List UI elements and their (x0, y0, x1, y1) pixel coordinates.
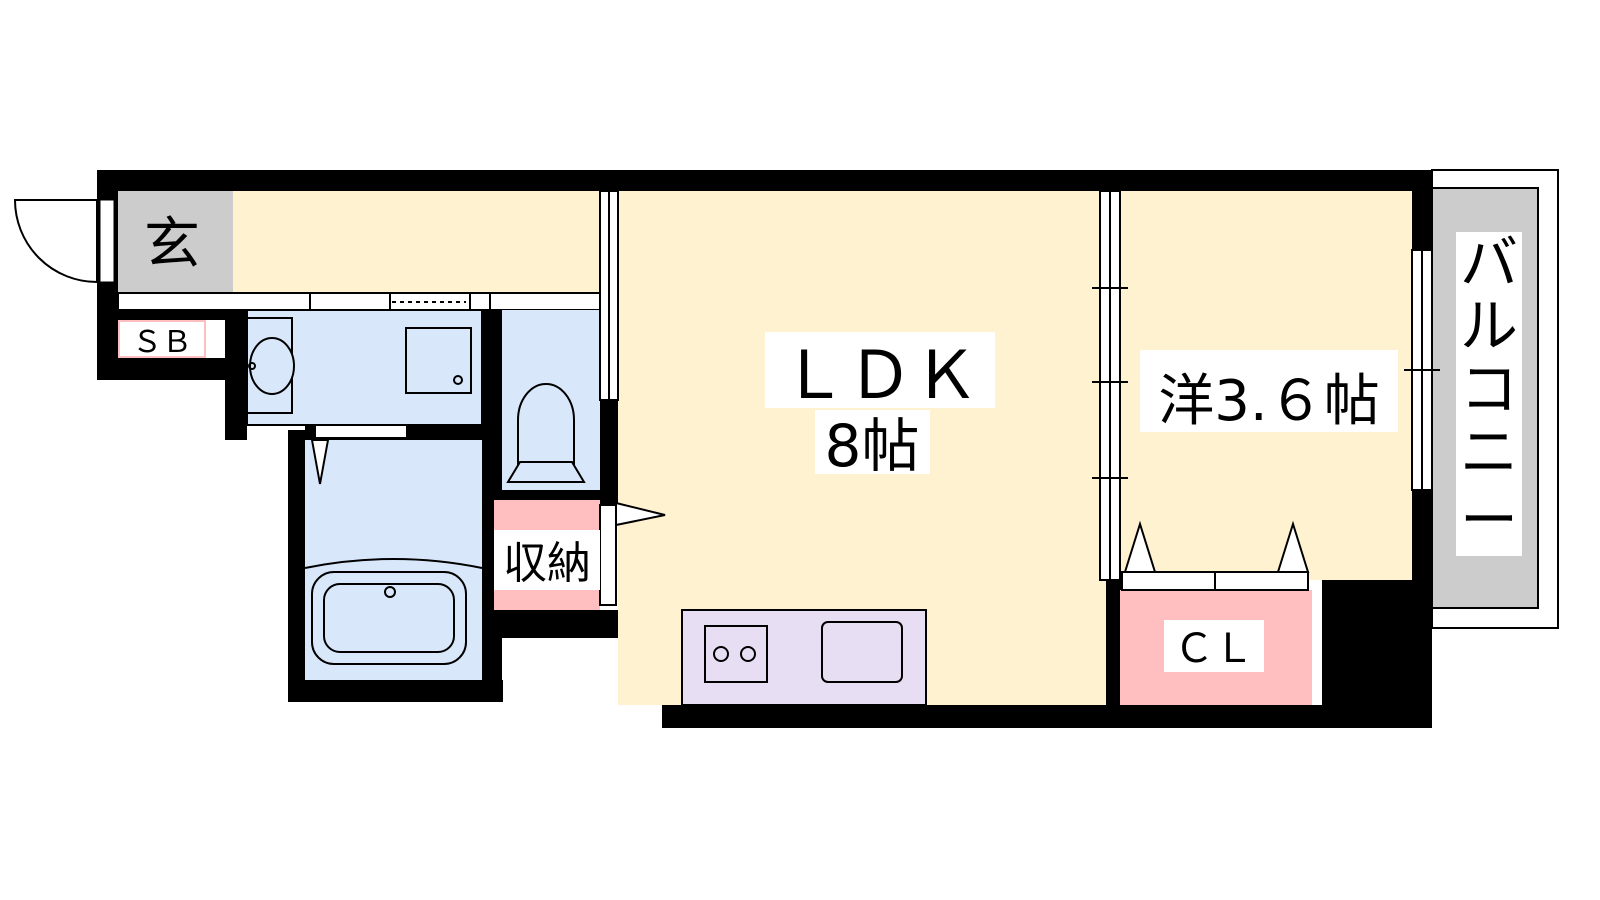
ldk-size-label: 8帖 (825, 412, 920, 480)
balcony-label-char-3: コ (1460, 355, 1518, 423)
hallway-floor (233, 191, 608, 295)
western-room-label: 洋3.６帖 (1158, 369, 1379, 434)
storage-label: 収納 (503, 538, 591, 589)
entrance-label: 玄 (144, 212, 200, 277)
stove (704, 625, 768, 683)
entrance-door-swing (13, 199, 98, 284)
balcony-label-char-4: ニ (1460, 418, 1518, 486)
ldk-label: ＬＤＫ (781, 337, 979, 414)
shoe-box-label: ＳＢ (132, 325, 192, 360)
balcony-label-char-1: バ (1460, 229, 1518, 297)
balcony-label-char-2: ル (1460, 292, 1518, 360)
balcony-label-char-5: ー (1460, 486, 1518, 554)
washing-machine (405, 327, 472, 394)
toilet-fixture (517, 383, 575, 469)
sink (821, 621, 903, 683)
closet-label: ＣＬ (1174, 626, 1254, 672)
